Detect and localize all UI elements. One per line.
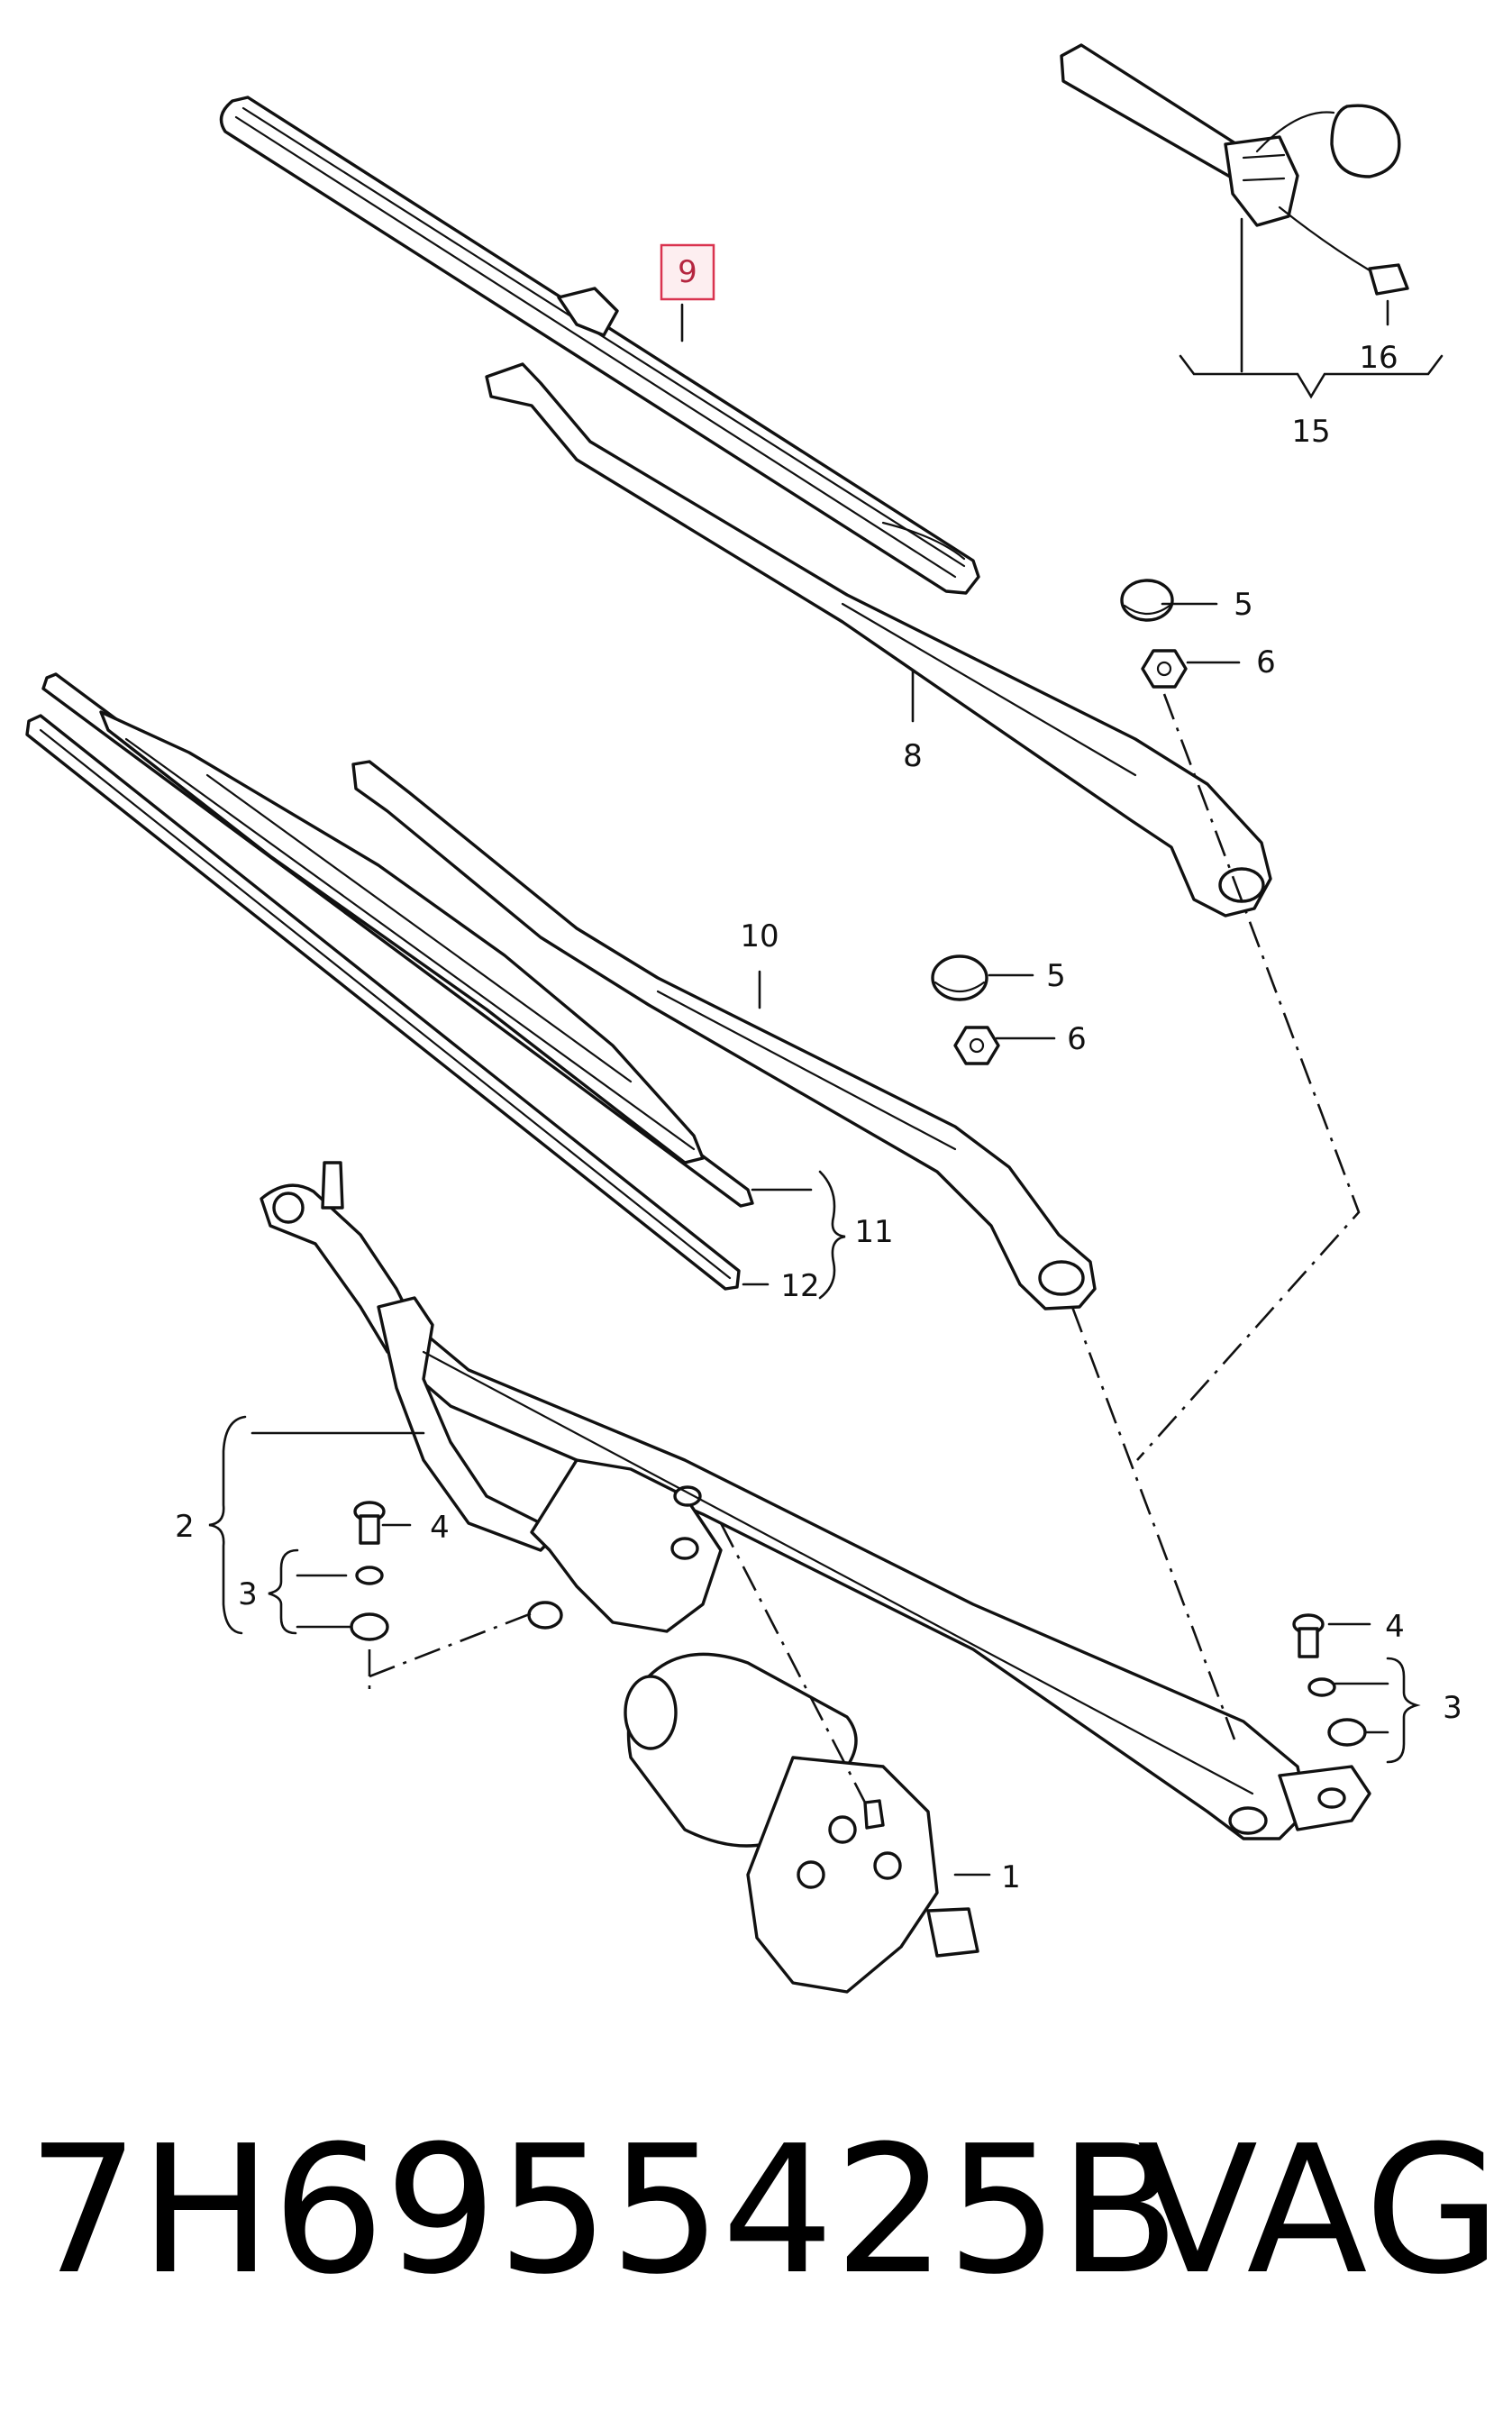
callout-1: 1 [1001,1859,1021,1895]
callout-12: 12 [780,1268,819,1304]
washer-part-3-left [350,1566,389,1641]
callout-11: 11 [854,1214,893,1250]
callout-5-upper: 5 [1234,587,1253,623]
washer-jet-part-15 [1060,43,1401,272]
nut-part-6-upper [1141,649,1188,689]
wiper-blade-part-9 [219,96,980,595]
wiper-arm-part-10 [351,760,1097,1310]
callout-6-lower: 6 [1067,1021,1087,1057]
callout-15: 15 [1291,414,1330,450]
callout-4-right: 4 [1385,1609,1405,1645]
callout-3-left: 3 [238,1576,258,1612]
bolt-part-4-right [1292,1613,1325,1658]
wiper-blade-part-11 [41,672,754,1208]
callout-5-lower: 5 [1046,958,1066,994]
bolt-part-4-left [353,1501,386,1545]
nut-part-6-lower [953,1026,1000,1065]
leader-lines [208,217,1444,1877]
connector-part-16 [1368,263,1409,296]
wiper-motor-part-1 [624,1652,979,1994]
linkage-frame-part-2 [260,1161,1371,1840]
brand-name: VAG [1137,2108,1502,2314]
callout-8: 8 [903,738,923,774]
callout-9: 9 [678,254,697,290]
wiper-arm-part-8 [485,362,1272,918]
cap-part-5-lower [931,954,988,1001]
callout-16: 16 [1359,340,1398,376]
highlight-box-part-9 [660,243,715,301]
assembly-lines [368,693,1361,1803]
callout-6-upper: 6 [1256,644,1276,680]
callout-10: 10 [740,918,779,954]
washer-part-3-right [1307,1677,1367,1747]
callout-2: 2 [175,1509,195,1545]
cap-part-5-upper [1120,579,1174,622]
callout-4-left: 4 [430,1510,450,1546]
part-number: 7H6955425B [27,2108,1180,2314]
wiper-rubber-part-12 [25,714,741,1291]
callout-3-right: 3 [1443,1690,1462,1726]
